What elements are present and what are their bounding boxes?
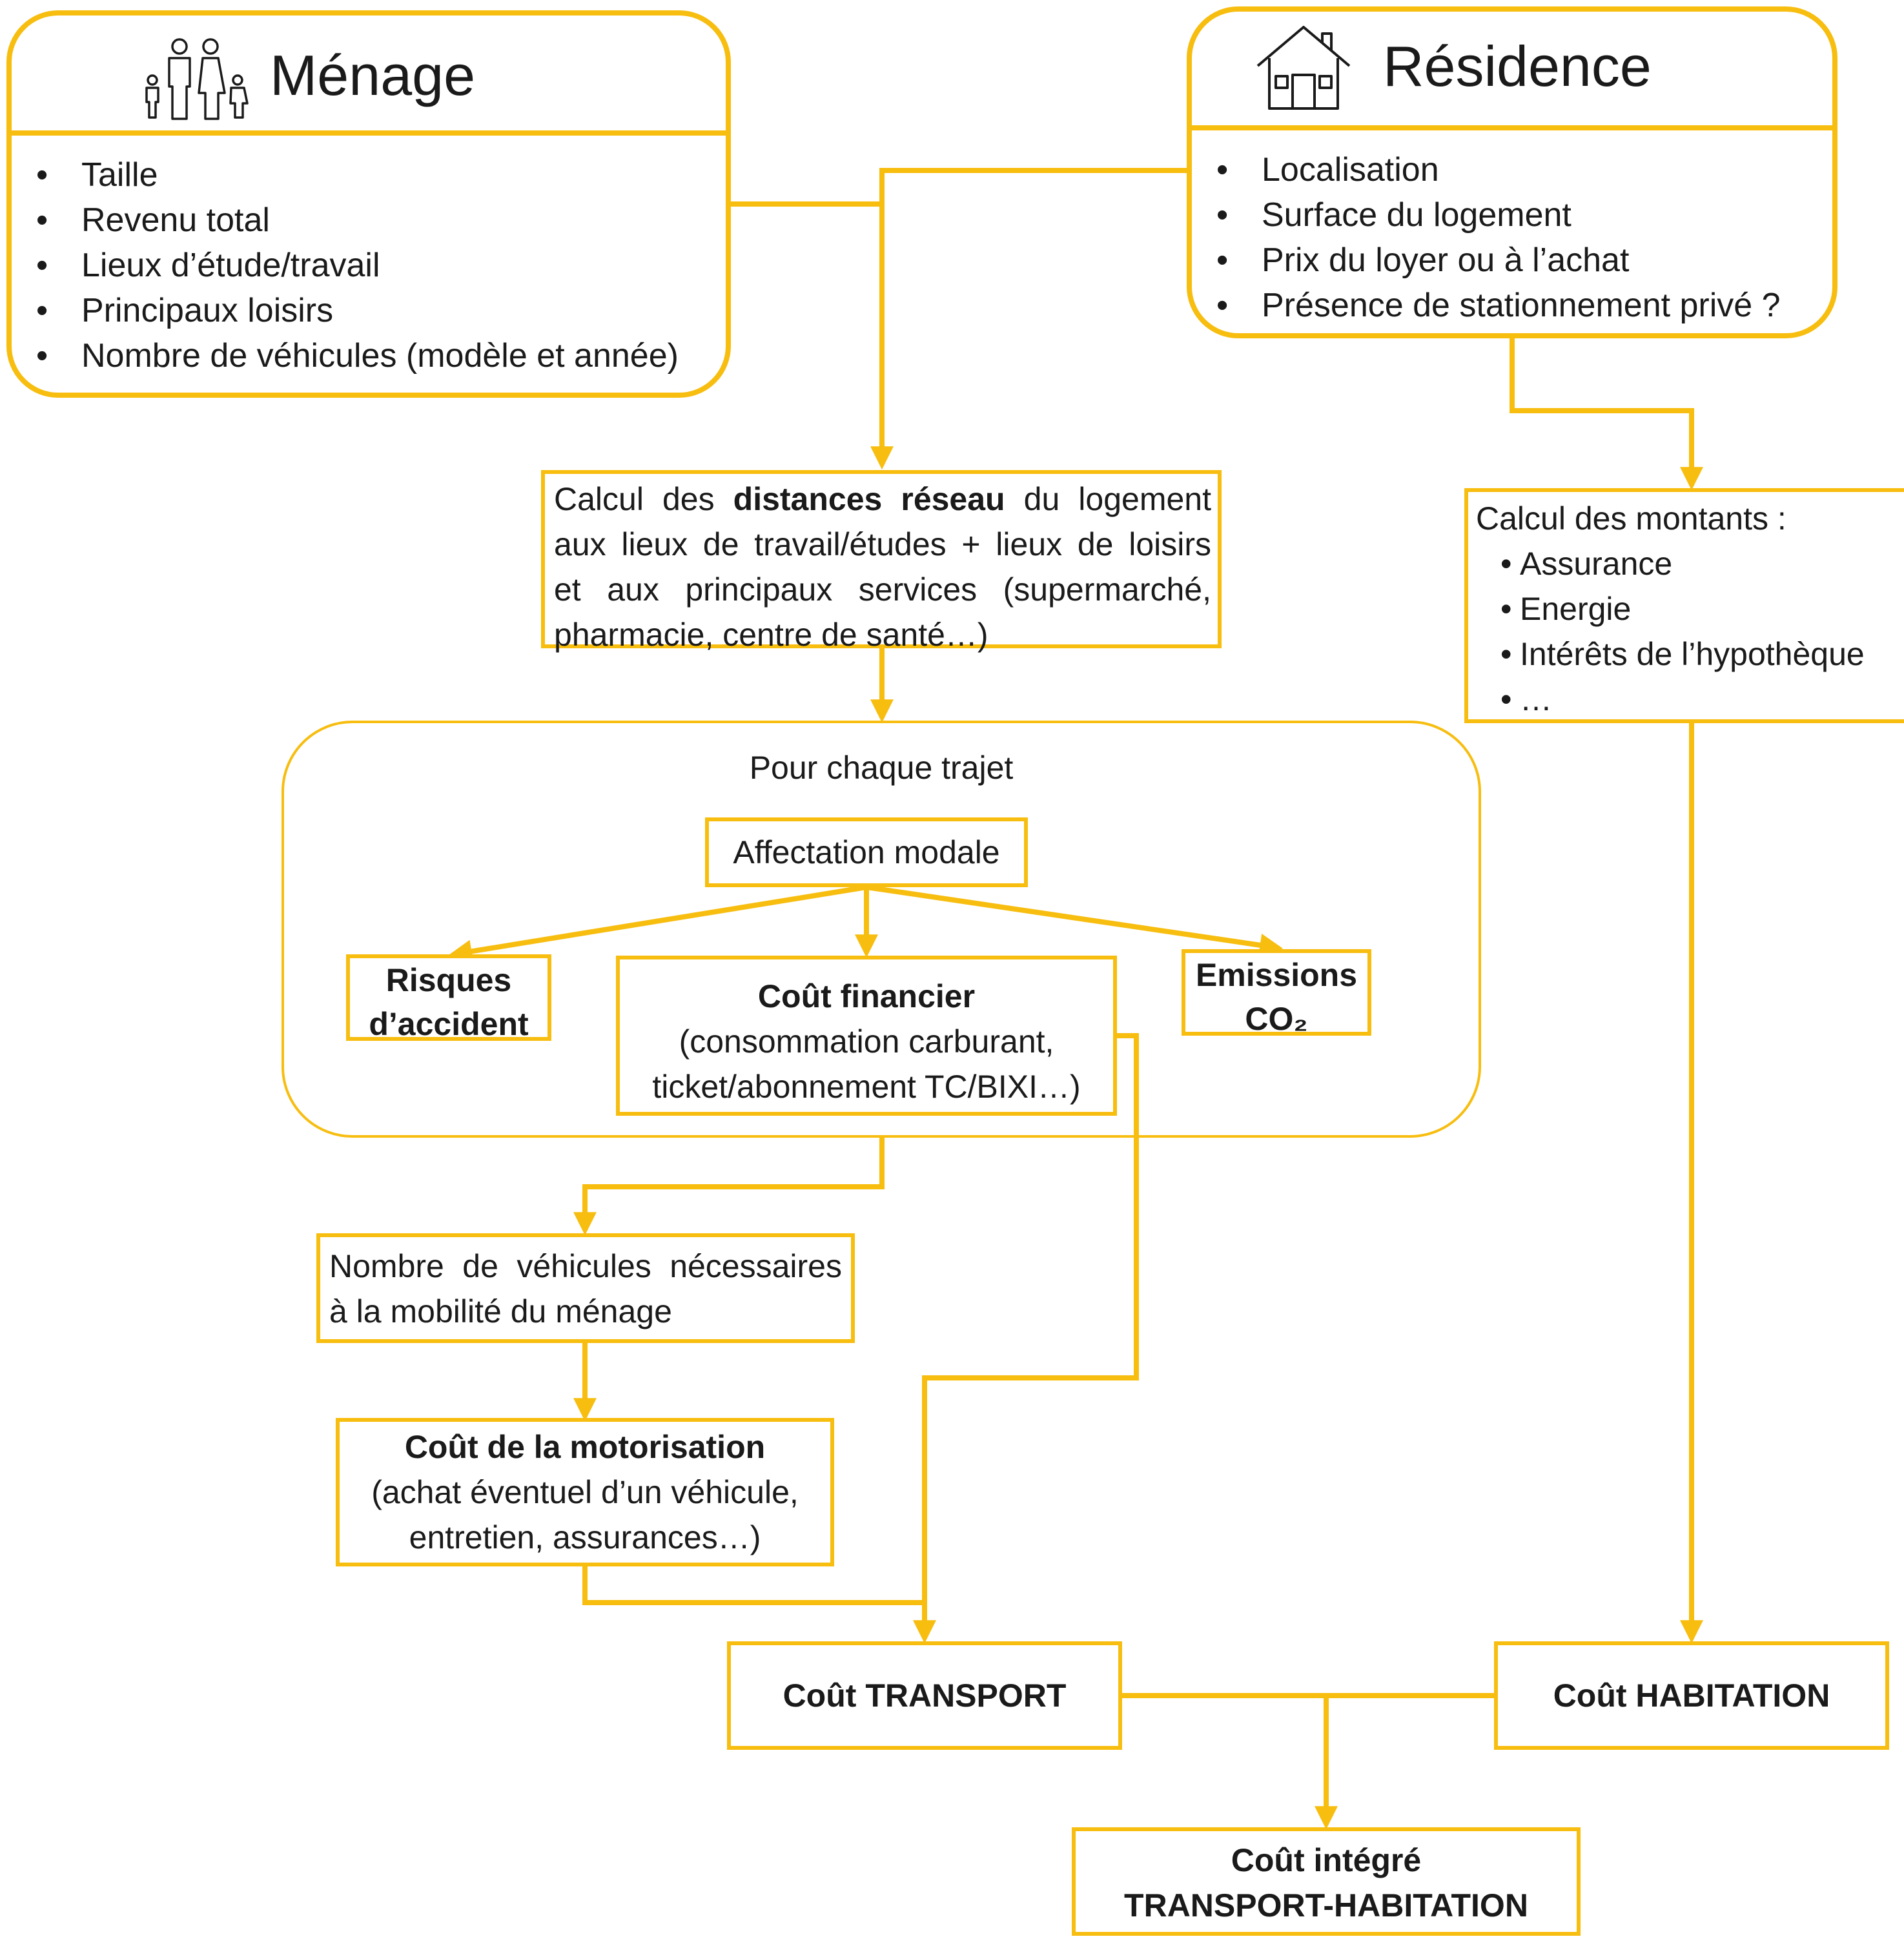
- residence-header: [1192, 12, 1832, 130]
- cout-integre-line: Coût intégré: [1231, 1842, 1422, 1878]
- menage-box: Ménage Taille Revenu total Lieux d’étude…: [6, 10, 731, 398]
- menage-header: [12, 15, 726, 136]
- family-icon: [145, 38, 249, 120]
- connector-motorisation-to-transport: [582, 1565, 925, 1605]
- cout-transport-box: Coût TRANSPORT: [727, 1641, 1122, 1750]
- emissions-line: Emissions: [1195, 957, 1358, 993]
- list-item: Surface du logement: [1192, 192, 1781, 238]
- motorisation-box: Coût de la motorisation (achat éventuel …: [336, 1418, 834, 1566]
- connector-residence-to-distances: [870, 168, 1189, 470]
- motorisation-line: (achat éventuel d’un véhicule,: [371, 1474, 799, 1510]
- risques-line: d’accident: [369, 1006, 529, 1042]
- connector-trajet-to-vehicules: [573, 1136, 885, 1236]
- risques-box: Risques d’accident: [346, 954, 551, 1042]
- connector-residence-to-montants: [1510, 336, 1703, 491]
- cout-integre-line: TRANSPORT-HABITATION: [1124, 1887, 1528, 1924]
- montants-list: Assurance Energie Intérêts de l’hypothèq…: [1476, 541, 1904, 722]
- distances-line-4: pharmacie, centre de santé…): [554, 617, 988, 653]
- list-item: Nombre de véhicules (modèle et année): [12, 333, 679, 378]
- vehicules-line: Nombre de véhicules nécessaires: [329, 1248, 842, 1284]
- list-item: …: [1476, 677, 1904, 722]
- cout-financier-title: Coût financier: [757, 978, 976, 1014]
- list-item: Energie: [1476, 586, 1904, 631]
- connector-affectation-to-risques: [448, 885, 867, 963]
- list-item: Présence de stationnement privé ?: [1192, 283, 1781, 328]
- montants-box: Calcul des montants : Assurance Energie …: [1464, 488, 1904, 723]
- cout-financier-box: Coût financier (consommation carburant, …: [616, 956, 1117, 1116]
- house-icon: [1256, 26, 1351, 110]
- residence-box: Résidence Localisation Surface du logeme…: [1187, 6, 1837, 338]
- motorisation-title: Coût de la motorisation: [404, 1429, 766, 1465]
- distances-box: Calcul des distances réseau du logement …: [541, 470, 1222, 653]
- vehicules-box: Nombre de véhicules nécessaires à la mob…: [316, 1233, 855, 1343]
- trajet-label: Pour chaque trajet: [749, 750, 1014, 786]
- cout-integre-box: Coût intégré TRANSPORT-HABITATION: [1072, 1827, 1581, 1936]
- risques-line: Risques: [385, 962, 512, 998]
- distances-line-1: Calcul des distances réseau du logement: [554, 481, 1211, 517]
- list-item: Taille: [12, 152, 679, 198]
- list-item: Intérêts de l’hypothèque: [1476, 631, 1904, 677]
- emissions-box: Emissions CO₂: [1182, 949, 1371, 1037]
- distances-line-3: et aux principaux services (supermarché,: [554, 571, 1211, 608]
- cout-financier-line: (consommation carburant,: [679, 1023, 1054, 1060]
- list-item: Lieux d’étude/travail: [12, 243, 679, 288]
- montants-title: Calcul des montants :: [1476, 500, 1786, 537]
- cout-financier-line: ticket/abonnement TC/BIXI…): [652, 1069, 1081, 1105]
- residence-list: Localisation Surface du logement Prix du…: [1192, 147, 1781, 328]
- motorisation-line: entretien, assurances…): [409, 1519, 761, 1555]
- cout-habitation-box: Coût HABITATION: [1494, 1641, 1889, 1750]
- list-item: Assurance: [1476, 541, 1904, 586]
- emissions-line: CO₂: [1245, 1001, 1308, 1037]
- connector-cout-financier-to-transport: [913, 1033, 1139, 1644]
- trajet-container: [282, 721, 1481, 1138]
- residence-title: Résidence: [1383, 34, 1652, 98]
- list-item: Principaux loisirs: [12, 288, 679, 333]
- distances-line-2: aux lieux de travail/études + lieux de l…: [554, 526, 1211, 562]
- vehicules-line: à la mobilité du ménage: [329, 1293, 672, 1329]
- list-item: Revenu total: [12, 198, 679, 243]
- connector-affectation-to-emissions: [866, 885, 1284, 957]
- menage-list: Taille Revenu total Lieux d’étude/travai…: [12, 152, 679, 378]
- list-item: Localisation: [1192, 147, 1781, 192]
- menage-title: Ménage: [270, 43, 476, 107]
- list-item: Prix du loyer ou à l’achat: [1192, 238, 1781, 283]
- affectation-box: Affectation modale: [705, 817, 1028, 887]
